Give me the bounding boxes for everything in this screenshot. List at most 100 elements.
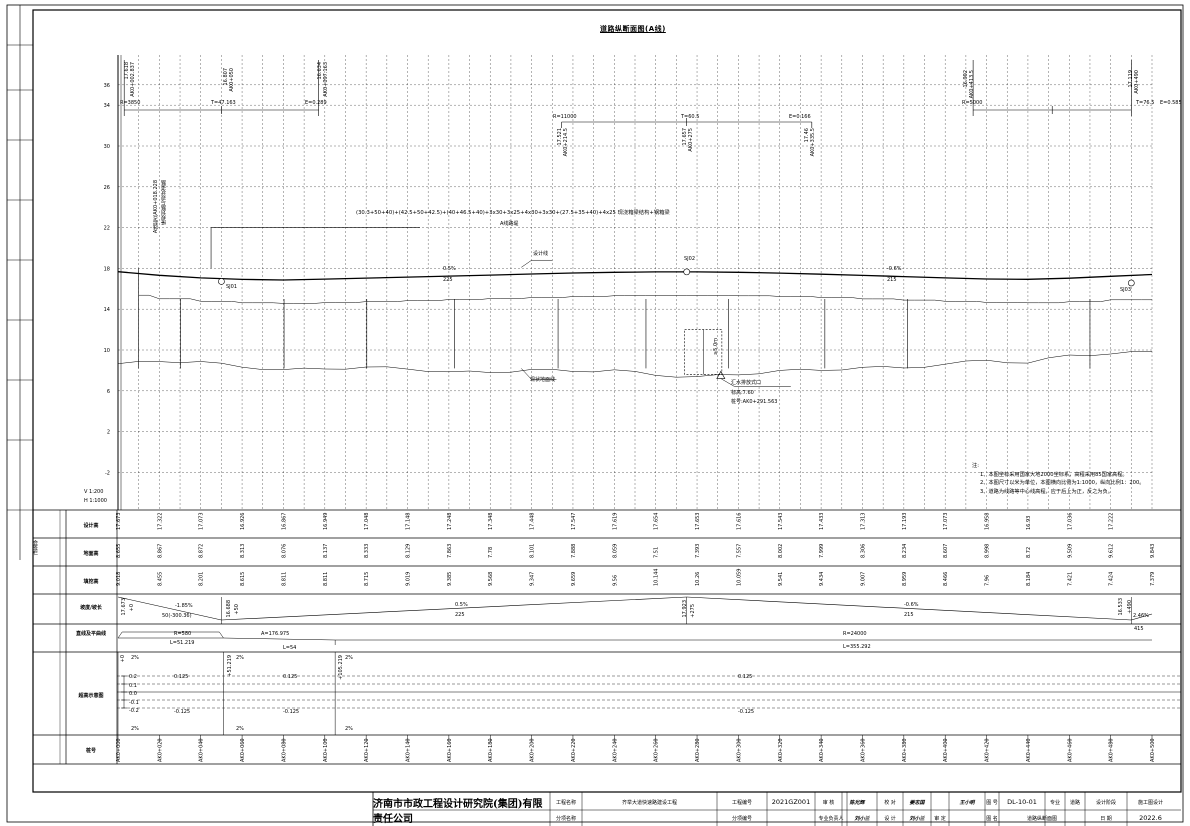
y-tick-label: 26 (104, 185, 110, 191)
bridge-name: A线路堤 (500, 221, 519, 227)
culvert-lead (720, 378, 735, 387)
station-label: AK0+160 (447, 738, 453, 762)
super-s2: +51.219 (227, 655, 233, 677)
row-value: 7.863 (447, 544, 453, 558)
row-value: 10.144 (654, 569, 660, 587)
notes-head: 注: (972, 463, 979, 469)
row-value: 8.655 (116, 544, 122, 558)
row-label-alignment: 直线及平曲线 (75, 631, 106, 637)
outer-frame (6, 4, 1184, 823)
row-value: 8.184 (1026, 572, 1032, 586)
align-curve-1 (117, 631, 224, 639)
row-label-station: 桩号 (85, 748, 96, 754)
super-pct-5: 2% (236, 726, 244, 732)
row-value: 7.393 (695, 544, 701, 558)
station-label: AK0+140 (406, 738, 412, 762)
row-label-fill: 填挖高 (83, 579, 99, 585)
scale-h: H 1:1000 (84, 498, 107, 504)
tb-proj-name: 齐举大道快速路建设工程 (621, 799, 677, 806)
grade-p4-sta: +490 (1127, 600, 1133, 614)
row-value: 8.129 (406, 544, 412, 558)
grade-seg-2 (221, 596, 687, 621)
super-s1: +0 (120, 655, 126, 663)
notes-line-2: 2、本图尺寸以米为单位，本图横向比例为1:1000，纵向比例1：200。 (980, 480, 1145, 486)
vc3-e: E=0.585 (1160, 100, 1182, 106)
super-p2: 0.125 (283, 674, 298, 680)
row-value: 8.455 (157, 572, 163, 586)
row-value: 17.036 (1067, 513, 1073, 531)
tb-date: 2022.6 (1139, 814, 1162, 822)
row-value: 8.998 (985, 544, 991, 558)
row-value: 9.434 (819, 572, 825, 586)
tb-proj-name-lab: 工程名称 (555, 799, 576, 806)
row-value: 10.059 (736, 569, 742, 587)
grade-seg-3 (686, 596, 1132, 621)
super-n2: -0.125 (283, 709, 300, 715)
align-l1: L=51.219 (170, 640, 195, 646)
y-tick-label: 34 (104, 103, 110, 109)
sj02-label: SJ02 (684, 256, 696, 262)
row-value: 17.448 (530, 513, 536, 531)
tb-major: 道路 (1069, 799, 1080, 806)
row-value: 9.541 (778, 572, 784, 586)
company-name: 济南市市政工程设计研究院(集团)有限责任公司 (373, 799, 543, 825)
row-value: 17.048 (364, 513, 370, 531)
row-value: 7.379 (1150, 572, 1156, 586)
row-value: 8.72 (1026, 547, 1032, 558)
vc2-t: T=60.5 (681, 114, 700, 120)
vc1-t: T=47.163 (211, 100, 236, 106)
row-value: 8.076 (281, 544, 287, 558)
y-tick-label: 18 (104, 266, 110, 272)
super-pct-6: 2% (345, 726, 353, 732)
station-label: AK0+200 (530, 738, 536, 762)
super-v01: 0.1 (129, 683, 137, 689)
vc2-sta: AK0+214.5 (563, 128, 569, 157)
station-label: AK0+320 (778, 738, 784, 762)
row-value: 8.466 (943, 572, 949, 586)
tb-draw-lab: 图 名 (986, 815, 998, 822)
left-margin-text: 会签栏 (32, 540, 38, 555)
grade-g1: -1.85% (175, 603, 193, 609)
sj02-marker (683, 268, 691, 276)
row-value: 16.949 (323, 513, 329, 531)
inner-frame (32, 9, 1182, 793)
tb-chief-lab: 专业负责人 (818, 815, 844, 822)
row-value: 16.958 (985, 513, 991, 531)
station-label: AK0+120 (364, 738, 370, 762)
super-pct-3: 2% (345, 655, 353, 661)
design-line (117, 271, 1153, 281)
station-label: AK0+420 (985, 738, 991, 762)
row-value: 17.616 (736, 513, 742, 531)
sj01-label: SJ01 (226, 284, 238, 290)
design-line-label: 设计线 (533, 251, 549, 257)
row-value: 8.234 (902, 544, 908, 558)
vc1-r: R=3850 (120, 100, 141, 106)
tb-approve-lab: 审 定 (934, 815, 946, 822)
tb-design-lab: 设 计 (884, 815, 896, 822)
row-value: 17.193 (902, 513, 908, 531)
tb-review-lab: 审 核 (822, 799, 835, 806)
sj03-marker (1128, 279, 1135, 287)
tb-chief-sig: 刘小兰 (854, 815, 870, 822)
row-value: 9.347 (530, 572, 536, 586)
row-label-super: 超高示意图 (78, 693, 104, 699)
y-tick-label: 2 (107, 430, 110, 436)
tb-date-lab: 日 期 (1100, 815, 1112, 822)
station-label: AK0+280 (695, 738, 701, 762)
start-note-1: A线起点AK0+018.228 (153, 180, 159, 234)
drawing-title: 道路纵断面图(A线) (600, 25, 666, 33)
grade-seg-1 (117, 596, 222, 621)
row-value: 17.222 (1109, 513, 1115, 531)
row-value: 8.137 (323, 544, 329, 558)
row-value: 8.615 (240, 572, 246, 586)
super-vn01: -0.1 (129, 700, 139, 706)
design-leader (521, 260, 532, 268)
row-value: 17.654 (654, 513, 660, 531)
grade-l2: 225 (455, 612, 465, 618)
row-value: 9.007 (860, 572, 866, 586)
station-label: AK0+440 (1026, 738, 1032, 762)
align-a: A=176.975 (261, 631, 290, 637)
tb-check-sig: 姜志国 (909, 799, 925, 806)
grade-g3: -0.6% (904, 602, 919, 608)
